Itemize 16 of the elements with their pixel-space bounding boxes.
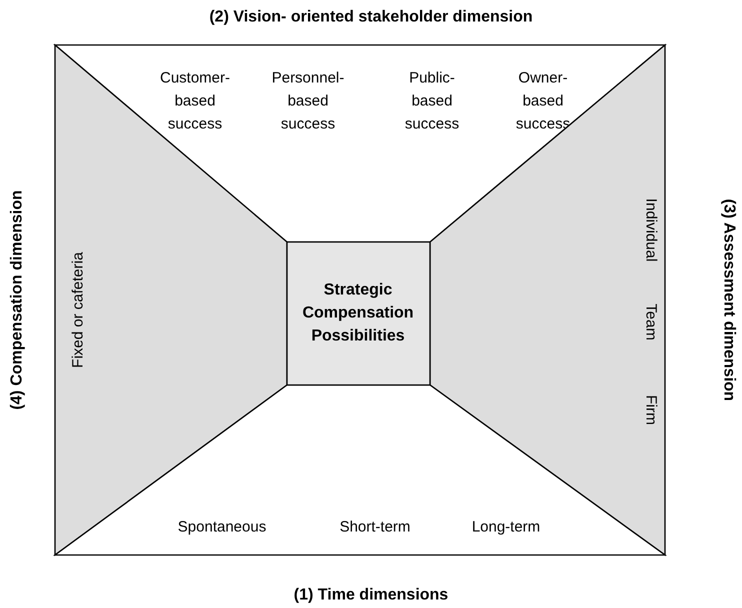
center-label: Strategic Compensation Possibilities	[301, 280, 415, 346]
category-label: Customer- based success	[158, 68, 231, 134]
category-label: Short-term	[340, 518, 410, 538]
category-label: Long-term	[472, 518, 540, 538]
category-label: Spontaneous	[178, 518, 266, 538]
category-label: Public- based success	[404, 68, 460, 134]
category-label: Firm	[642, 395, 660, 425]
dimension-heading: (3) Assessment dimension	[720, 198, 738, 402]
category-label: Individual	[642, 198, 660, 262]
dimension-heading: (4) Compensation dimension	[8, 190, 26, 410]
category-label: Fixed or cafeteria	[68, 252, 88, 368]
category-label: Owner- based success	[514, 68, 572, 134]
category-label: Team	[642, 304, 660, 340]
dimension-heading: (2) Vision- oriented stakeholder dimension	[209, 8, 533, 28]
category-label: Personnel- based success	[270, 68, 346, 134]
dimension-heading: (1) Time dimensions	[294, 586, 448, 606]
